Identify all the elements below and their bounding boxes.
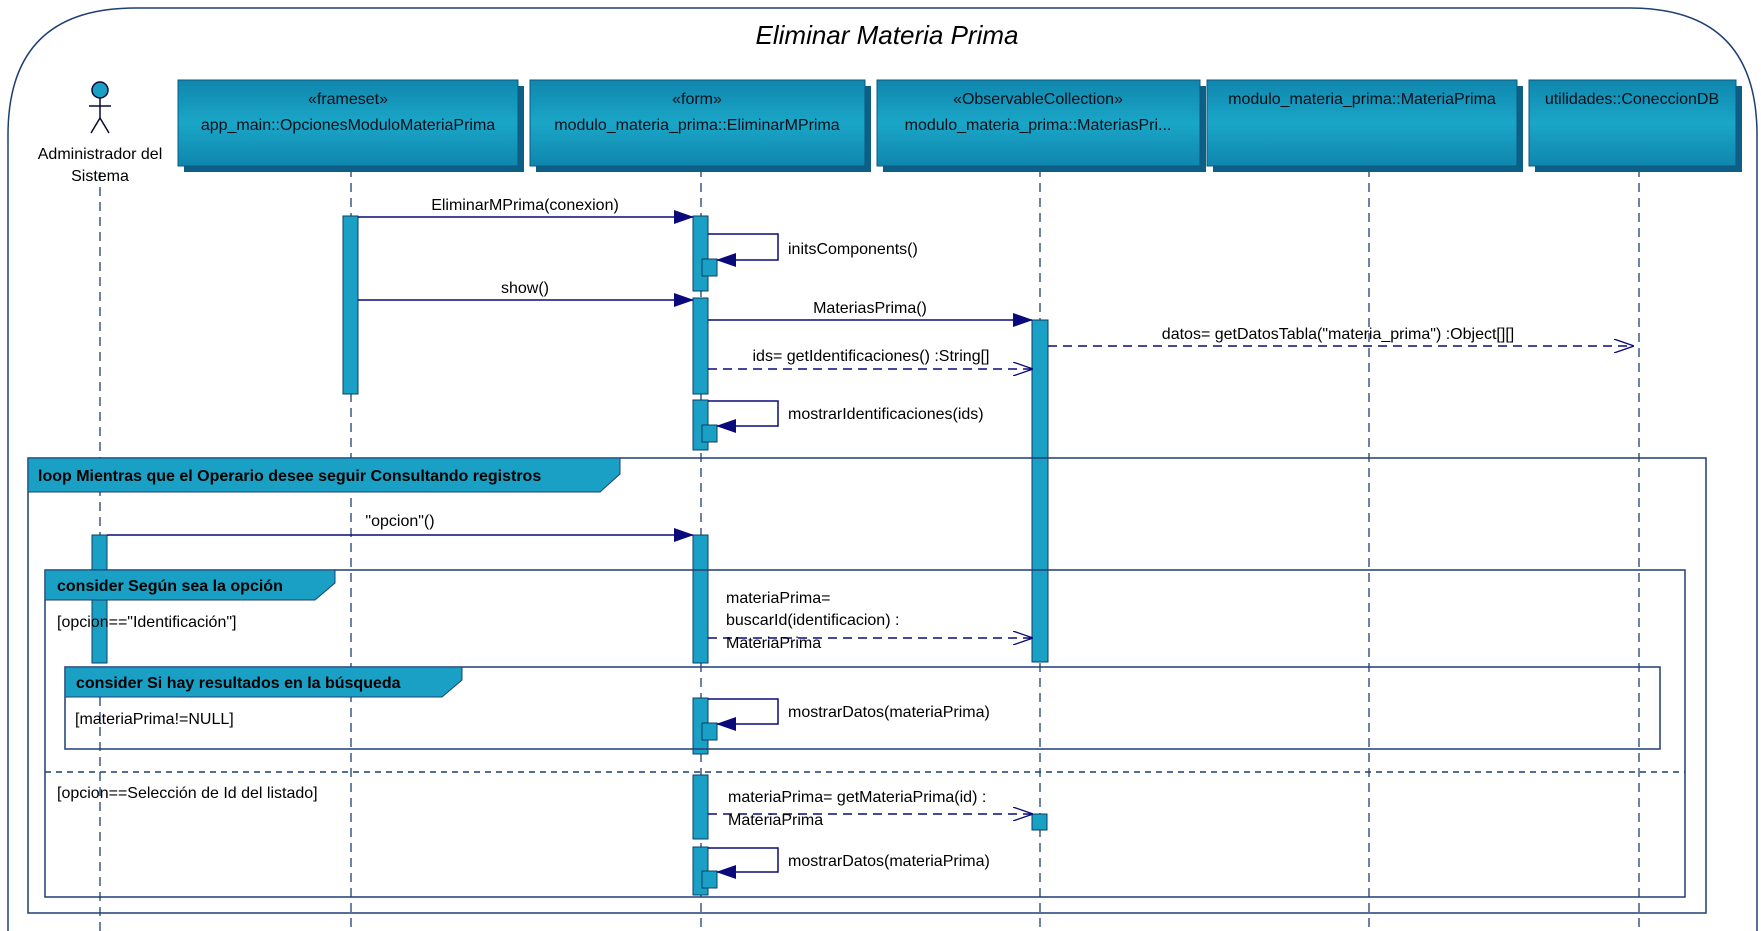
loop-fragment-label: loop Mientras que el Operario desee segu… bbox=[38, 468, 541, 485]
guard-identificacion: [opcion=="Identificación"] bbox=[57, 614, 236, 631]
actor-name-line1: Administrador del bbox=[38, 146, 163, 163]
activation-eliminar-1-self bbox=[701, 258, 718, 277]
activation-materias-2 bbox=[1031, 813, 1048, 831]
message-label-m7: mostrarIdentificaciones(ids) bbox=[788, 406, 984, 423]
consider-fragment-1-tab bbox=[44, 569, 336, 601]
lifeline-stereotype-opciones: «frameset» bbox=[308, 91, 388, 108]
message-label-m6: ids= getIdentificaciones() :String[] bbox=[752, 348, 989, 365]
consider-fragment-2-label: consider Si hay resultados en la búsqued… bbox=[76, 675, 401, 692]
lifeline-name-conexion: utilidades::ConeccionDB bbox=[1545, 91, 1719, 108]
lifeline-head-conexion: utilidades::ConeccionDB bbox=[1528, 79, 1742, 172]
consider-fragment-2 bbox=[64, 666, 1661, 750]
message-label-m1: EliminarMPrima(conexion) bbox=[431, 197, 619, 214]
activation-eliminar-3-self bbox=[701, 424, 718, 443]
activation-eliminar-6 bbox=[692, 774, 709, 840]
lifeline-name-materia: modulo_materia_prima::MateriaPrima bbox=[1228, 91, 1496, 108]
message-label-m9-line1: materiaPrima= bbox=[726, 590, 830, 607]
message-label-m9-line3: MateriaPrima bbox=[726, 635, 821, 652]
message-arrow-m7 bbox=[708, 400, 779, 433]
message-label-m12: mostrarDatos(materiaPrima) bbox=[788, 853, 990, 870]
loop-fragment-tab bbox=[27, 457, 621, 493]
lifeline-stereotype-materias: «ObservableCollection» bbox=[953, 91, 1123, 108]
message-label-m9-line2: buscarId(identificacion) : bbox=[726, 612, 899, 629]
lifeline-head-materia: modulo_materia_prima::MateriaPrima bbox=[1206, 79, 1523, 172]
consider-fragment-2-tab bbox=[64, 666, 463, 698]
message-label-m4: MateriasPrima() bbox=[813, 300, 927, 317]
message-arrow-m2 bbox=[708, 233, 779, 267]
lifeline-head-eliminar: «form» modulo_materia_prima::EliminarMPr… bbox=[529, 79, 871, 172]
loop-fragment bbox=[27, 457, 1707, 914]
actor-icon bbox=[89, 81, 111, 134]
activation-opciones bbox=[342, 215, 359, 395]
message-arrow-m12 bbox=[708, 847, 779, 879]
message-label-m11-line1: materiaPrima= getMateriaPrima(id) : bbox=[728, 789, 986, 806]
diagram-title: Eliminar Materia Prima bbox=[756, 20, 1019, 50]
message-arrow-m10 bbox=[708, 698, 779, 731]
activation-eliminar-1 bbox=[692, 215, 709, 292]
guard-seleccion-listado: [opcion==Selección de Id del listado] bbox=[57, 785, 318, 802]
lifeline-name-eliminar: modulo_materia_prima::EliminarMPrima bbox=[554, 117, 840, 134]
lifeline-head-materias: «ObservableCollection» modulo_materia_pr… bbox=[876, 79, 1206, 172]
activation-eliminar-5-self bbox=[701, 722, 718, 741]
message-label-m11-line2: MateriaPrima bbox=[728, 812, 823, 829]
activation-eliminar-7-self bbox=[701, 870, 718, 889]
message-label-m10: mostrarDatos(materiaPrima) bbox=[788, 704, 990, 721]
diagram-frame bbox=[7, 7, 1758, 931]
lifeline-name-opciones: app_main::OpcionesModuloMateriaPrima bbox=[201, 117, 495, 134]
message-label-m2: initsComponents() bbox=[788, 241, 918, 258]
message-label-m3: show() bbox=[501, 280, 549, 297]
lifeline-stereotype-eliminar: «form» bbox=[672, 91, 722, 108]
consider-fragment-1 bbox=[44, 569, 1686, 898]
lifeline-name-materias: modulo_materia_prima::MateriasPri... bbox=[905, 117, 1172, 134]
activation-eliminar-2 bbox=[692, 297, 709, 395]
guard-materia-not-null: [materiaPrima!=NULL] bbox=[75, 711, 234, 728]
activation-eliminar-4 bbox=[692, 534, 709, 664]
message-label-m5: datos= getDatosTabla("materia_prima") :O… bbox=[1162, 326, 1514, 343]
message-label-m8: "opcion"() bbox=[365, 513, 434, 530]
consider-fragment-1-label: consider Según sea la opción bbox=[57, 578, 283, 595]
activation-materias bbox=[1031, 319, 1049, 663]
lifeline-head-opciones: «frameset» app_main::OpcionesModuloMater… bbox=[177, 79, 524, 172]
actor-name-line2: Sistema bbox=[71, 168, 129, 185]
